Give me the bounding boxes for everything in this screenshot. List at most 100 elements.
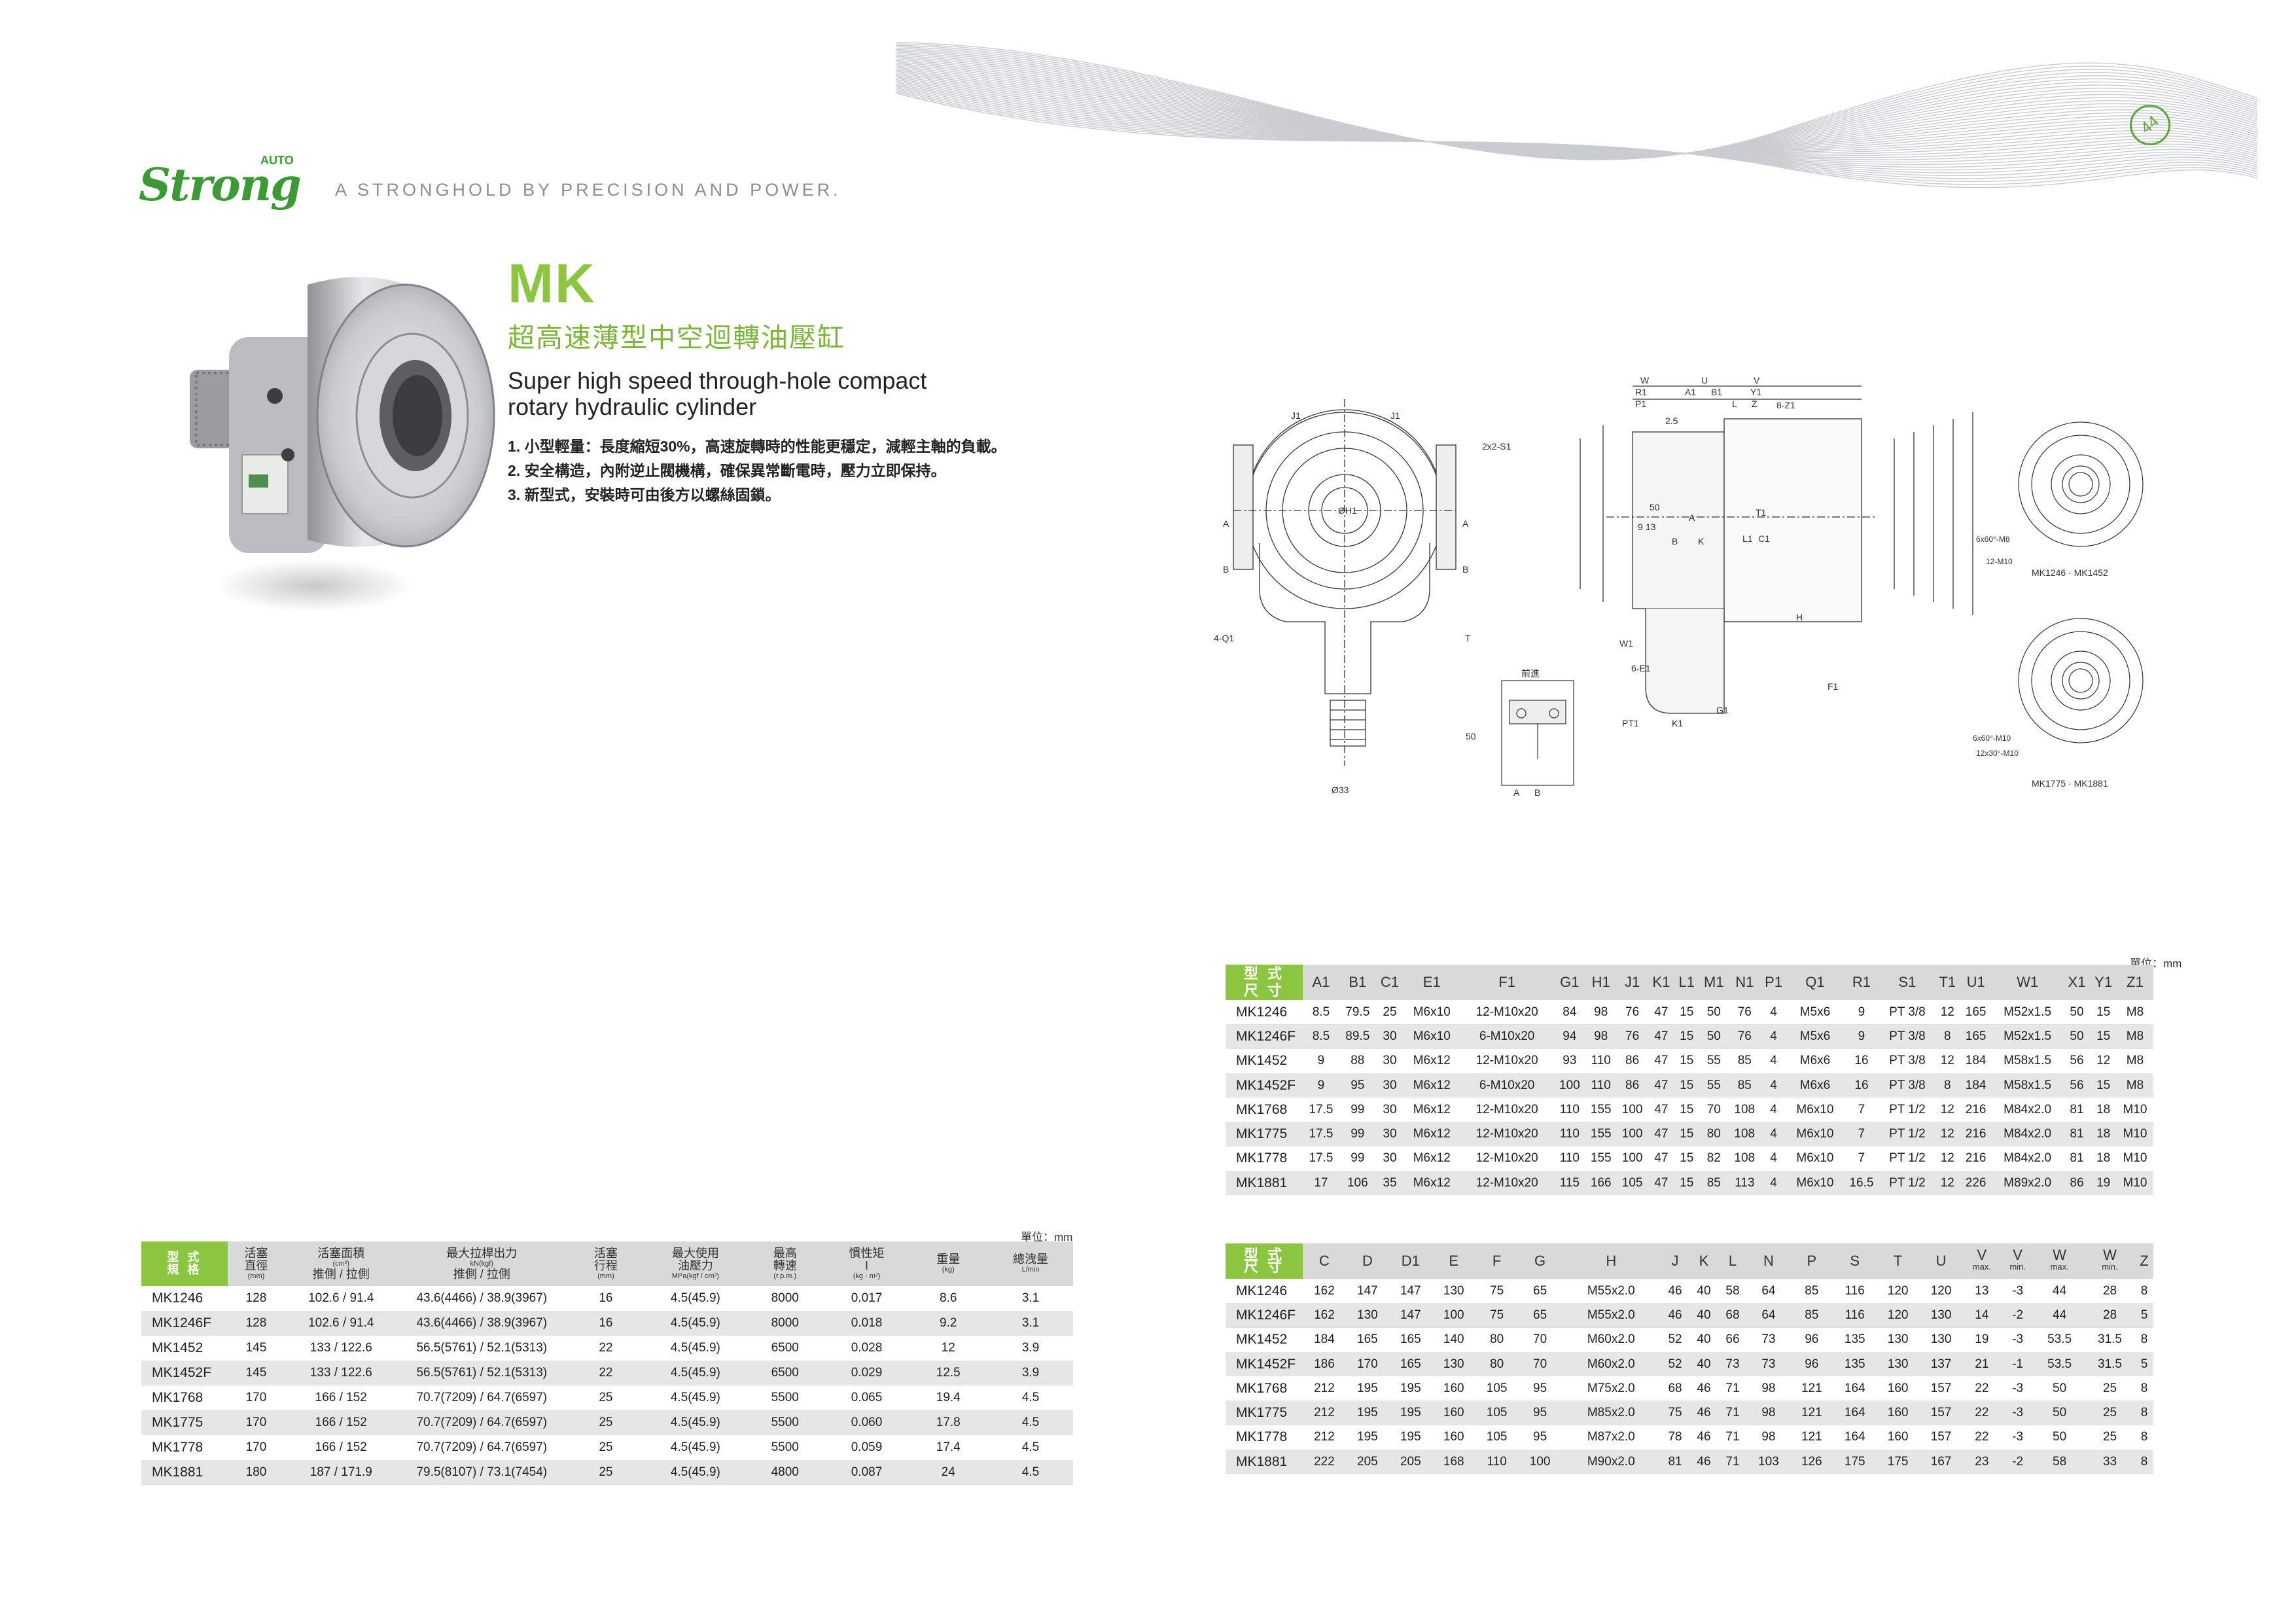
table-cell: 8.5 <box>1303 1024 1339 1049</box>
header-line: 型 式 <box>1243 965 1285 982</box>
table-cell: 40 <box>1689 1351 1718 1377</box>
table-cell: 168 <box>1432 1450 1475 1474</box>
label-50: 50 <box>1466 731 1476 741</box>
table-cell: 12 <box>1934 1000 1960 1025</box>
table-cell: 12 <box>1934 1048 1960 1073</box>
table-cell: 93 <box>1553 1048 1585 1073</box>
feature-item: 2. 安全構造，內附逆止閥機構，確保異常斷電時，壓力立即保持。 <box>508 462 946 479</box>
table-cell: 4.5(45.9) <box>645 1311 745 1336</box>
table-cell: 84 <box>1553 1000 1585 1025</box>
table-cell: M89x2.0 <box>1991 1171 2064 1196</box>
svg-text:C1: C1 <box>1758 533 1770 544</box>
table-cell: PT 3/8 <box>1879 1024 1935 1049</box>
table-cell: 147 <box>1388 1303 1432 1328</box>
table-cell: 80 <box>1475 1351 1519 1377</box>
table-cell: M8 <box>2116 1048 2153 1073</box>
table-cell: 4 <box>1760 1048 1787 1073</box>
table-cell: 222 <box>1303 1450 1346 1474</box>
table-cell: 35 <box>1375 1171 1404 1196</box>
label-a-bottom: A <box>1513 787 1520 798</box>
column-header: C1 <box>1375 965 1404 1000</box>
table-cell: 75 <box>1661 1400 1690 1425</box>
table-cell: 96 <box>1790 1327 1833 1352</box>
bolt-circle-bottom <box>2018 618 2144 743</box>
table-cell: 18 <box>2090 1122 2117 1147</box>
table-cell: 50 <box>2063 1024 2091 1049</box>
table-cell: 47 <box>1648 1073 1675 1098</box>
table-cell: 81 <box>2063 1122 2091 1147</box>
table-cell: 164 <box>1833 1376 1877 1401</box>
table-cell: 80 <box>1699 1122 1729 1147</box>
table-cell: 160 <box>1432 1376 1475 1401</box>
table-cell: 165 <box>1960 1024 1992 1049</box>
table-cell: M10 <box>2116 1171 2153 1196</box>
table-cell: 99 <box>1339 1122 1376 1147</box>
table-cell: M6x10 <box>1786 1122 1844 1147</box>
table-cell: 53.5 <box>2034 1351 2085 1377</box>
column-header: A1 <box>1303 965 1339 1000</box>
product-title-en: Super high speed through-hole compact ro… <box>508 368 1097 420</box>
table-cell: 110 <box>1585 1048 1617 1073</box>
svg-text:U: U <box>1701 375 1708 385</box>
header-line: U <box>1935 1253 1947 1269</box>
svg-text:6-E1: 6-E1 <box>1631 663 1651 673</box>
table-cell: 71 <box>1718 1450 1747 1474</box>
column-header: U1 <box>1960 965 1992 1000</box>
model-cell: MK1768 <box>1226 1376 1303 1401</box>
table-cell: 99 <box>1339 1097 1376 1122</box>
table-cell: 166 <box>1585 1171 1617 1196</box>
table-cell: 58 <box>1718 1279 1747 1304</box>
table-cell: 43.6(4466) / 38.9(3967) <box>397 1311 567 1336</box>
table-cell: 8.6 <box>908 1286 989 1311</box>
table-cell: 64 <box>1746 1279 1790 1304</box>
table-cell: M8 <box>2116 1073 2153 1098</box>
table-cell: 12-M10x20 <box>1460 1146 1554 1171</box>
table-cell: 135 <box>1833 1351 1877 1377</box>
table-cell: 12-M10x20 <box>1460 1171 1554 1196</box>
table-cell: 17.5 <box>1303 1122 1339 1147</box>
svg-text:PT1: PT1 <box>1622 718 1639 728</box>
table-cell: 0.029 <box>824 1361 909 1385</box>
table-cell: 4.5 <box>988 1460 1073 1485</box>
table-cell: 6500 <box>745 1336 825 1361</box>
svg-text:L: L <box>1732 399 1737 409</box>
table-cell: 47 <box>1648 1146 1675 1171</box>
table-cell: 115 <box>1553 1171 1585 1196</box>
table-cell: 4 <box>1760 1024 1787 1049</box>
table-cell: 108 <box>1729 1097 1761 1122</box>
table-cell: PT 3/8 <box>1879 1073 1935 1098</box>
bolt-bottom-callout-2: 12x30°-M10 <box>1976 749 2019 758</box>
table-cell: PT 1/2 <box>1879 1097 1935 1122</box>
table-cell: 4 <box>1760 1146 1787 1171</box>
header-line: V <box>2013 1247 2022 1263</box>
table-cell: 165 <box>1960 1000 1992 1025</box>
table-cell: 9 <box>1303 1048 1339 1073</box>
table-cell: 121 <box>1790 1400 1833 1425</box>
table-cell: 155 <box>1585 1122 1617 1147</box>
table-cell: 110 <box>1553 1097 1585 1122</box>
table-cell: 102.6 / 91.4 <box>285 1311 398 1336</box>
table-cell: -1 <box>2001 1351 2035 1377</box>
table-cell: 76 <box>1616 1000 1648 1025</box>
table-cell: 110 <box>1585 1073 1617 1098</box>
svg-text:Y1: Y1 <box>1750 387 1761 397</box>
table-cell: 9 <box>1843 1000 1880 1025</box>
table-cell: M60x2.0 <box>1561 1327 1661 1352</box>
table-cell: 12 <box>2090 1048 2117 1073</box>
table-cell: 86 <box>1616 1073 1648 1098</box>
table-cell: 157 <box>1919 1376 1963 1401</box>
table-cell: -3 <box>2001 1279 2035 1304</box>
model-cell: MK1775 <box>141 1410 228 1435</box>
table-cell: 23 <box>1962 1450 2002 1474</box>
table-cell: 160 <box>1876 1400 1920 1425</box>
model-cell: MK1452 <box>141 1336 228 1361</box>
